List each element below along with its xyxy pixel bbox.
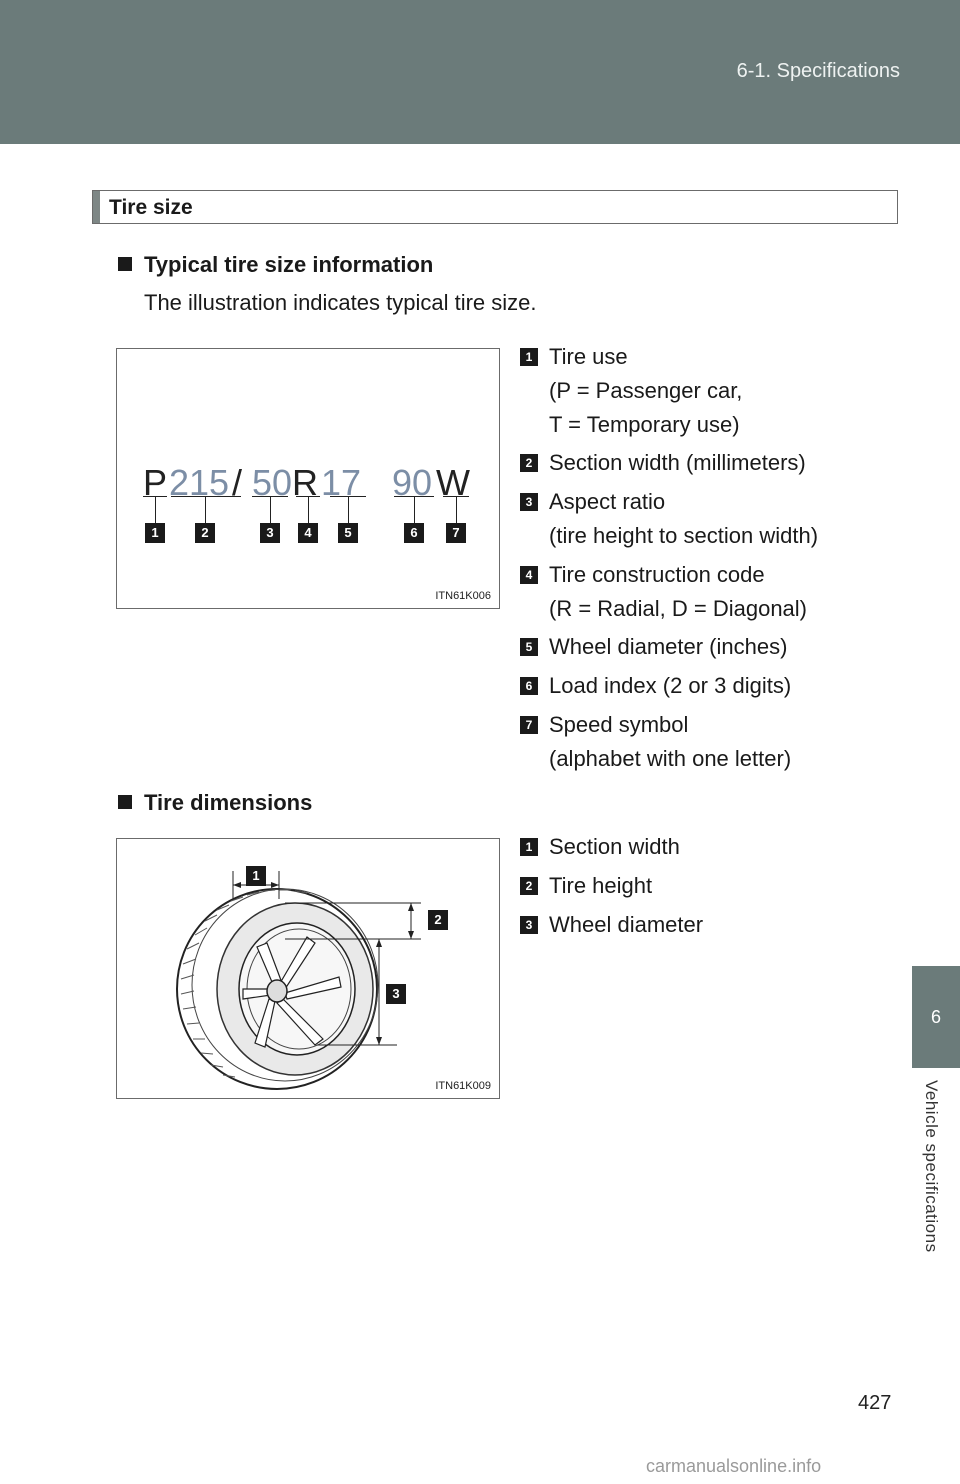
- subheading-dimensions: Tire dimensions: [118, 790, 312, 816]
- watermark: carmanualsonline.info: [646, 1456, 822, 1476]
- legend-badge: 1: [520, 348, 538, 366]
- section-title: Tire size: [109, 196, 193, 219]
- legend-badge: 3: [520, 916, 538, 934]
- legend-badge: 2: [520, 877, 538, 895]
- fig2-badge-1: 1: [246, 866, 266, 886]
- legend-line: Tire height: [549, 873, 653, 898]
- legend-badge: 6: [520, 677, 538, 695]
- legend-badge: 3: [520, 493, 538, 511]
- legend-badge: 4: [520, 566, 538, 584]
- fig-badge-7: 7: [446, 523, 466, 543]
- fig-badge-2: 2: [195, 523, 215, 543]
- leader-4: [308, 496, 309, 524]
- tire-wheel-icon: [176, 871, 421, 1090]
- page-number: 427: [858, 1392, 892, 1414]
- fig2-badge-3: 3: [386, 984, 406, 1004]
- legend-line: Tire construction code: [549, 562, 765, 587]
- chapter-tab-label: Vehicle specifications: [922, 1080, 941, 1253]
- legend-line: Speed symbol: [549, 712, 689, 737]
- fig2-badge-2: 2: [428, 910, 448, 930]
- legend-badge: 2: [520, 454, 538, 472]
- tire-code-construction: R: [292, 462, 318, 503]
- legend-badge: 7: [520, 716, 538, 734]
- section-header-bar: [93, 191, 100, 223]
- leader-3: [270, 496, 271, 524]
- legend-line: Wheel diameter: [549, 912, 704, 937]
- subheading-typical-text: Typical tire size information: [144, 252, 434, 277]
- leader-1: [155, 496, 156, 524]
- legend-line: Load index (2 or 3 digits): [549, 673, 792, 698]
- chapter-title: 6-1. Specifications: [736, 60, 900, 82]
- legend-line: (R = Radial, D = Diagonal): [549, 596, 808, 621]
- intro-text: The illustration indicates typical tire …: [144, 290, 537, 315]
- leader-2: [205, 496, 206, 524]
- section-header: Tire size: [92, 190, 898, 224]
- fig-badge-5: 5: [338, 523, 358, 543]
- legend-line: Section width (millimeters): [549, 450, 806, 475]
- legend-line: (alphabet with one letter): [549, 746, 792, 771]
- tire-code-width: 215: [169, 462, 230, 503]
- tire-code-slash: /: [232, 462, 243, 503]
- legend-line: Section width: [549, 834, 680, 859]
- legend-line: Tire use: [549, 344, 628, 369]
- page-header: 6-1. Specifications: [0, 0, 960, 144]
- bullet-square-icon: [118, 257, 132, 271]
- leader-5: [348, 496, 349, 524]
- bullet-square-icon: [118, 795, 132, 809]
- subheading-typical: Typical tire size information: [118, 252, 433, 278]
- fig-badge-6: 6: [404, 523, 424, 543]
- tire-code-load: 90: [392, 462, 433, 503]
- figure-code: ITN61K009: [435, 1080, 491, 1092]
- legend-badge: 1: [520, 838, 538, 856]
- chapter-tab[interactable]: 6: [912, 966, 960, 1068]
- tire-size-figure: ITN61K006: [116, 348, 500, 609]
- fig-badge-1: 1: [145, 523, 165, 543]
- underline-width: [171, 496, 241, 497]
- legend-badge: 5: [520, 638, 538, 656]
- tire-code-speed: W: [436, 462, 470, 503]
- legend-line: Wheel diameter (inches): [549, 634, 788, 659]
- subheading-dimensions-text: Tire dimensions: [144, 790, 313, 815]
- legend-line: T = Temporary use): [549, 412, 740, 437]
- fig-badge-4: 4: [298, 523, 318, 543]
- legend-line: (P = Passenger car,: [549, 378, 743, 403]
- tire-code-aspect: 50: [252, 462, 293, 503]
- tire-dimensions-figure: ITN61K009: [116, 838, 500, 1099]
- legend-line: Aspect ratio: [549, 489, 666, 514]
- leader-7: [456, 496, 457, 524]
- figure-code: ITN61K006: [435, 590, 491, 602]
- leader-6: [414, 496, 415, 524]
- tire-code-diameter: 17: [321, 462, 362, 503]
- legend-line: (tire height to section width): [549, 523, 819, 548]
- fig-badge-3: 3: [260, 523, 280, 543]
